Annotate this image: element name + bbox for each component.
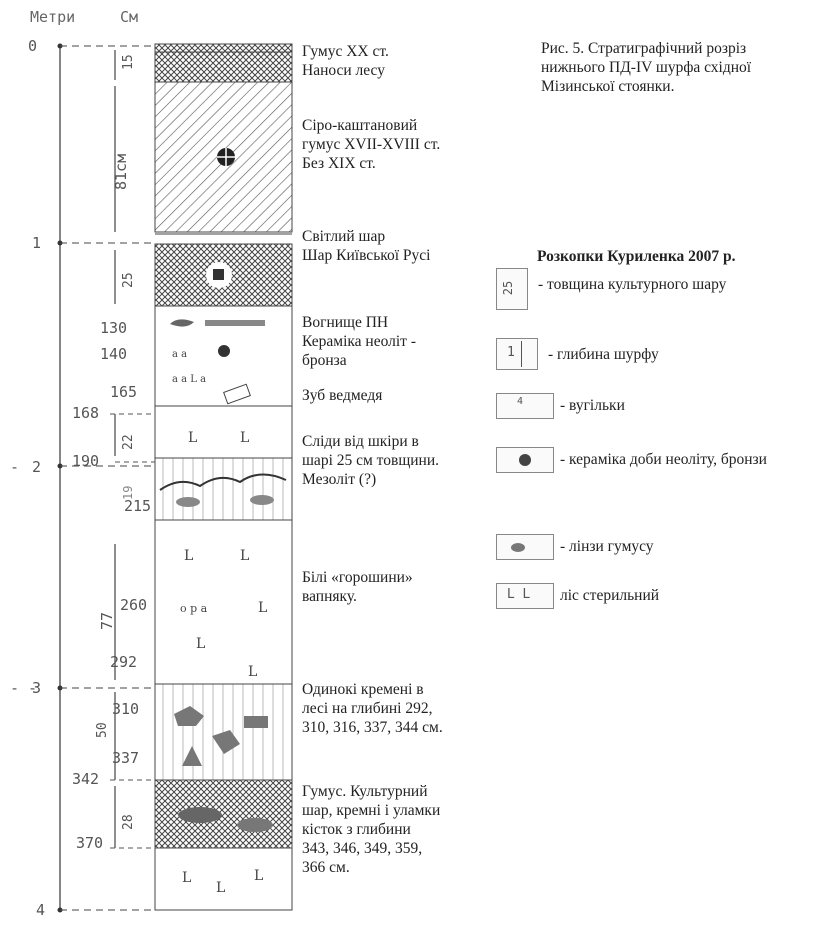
layer-flints xyxy=(154,683,293,781)
svg-text:1: 1 xyxy=(32,234,41,252)
layer-description: Одинокі кремені в лесі на глибині 292, 3… xyxy=(302,681,443,736)
svg-text:- -: - - xyxy=(10,679,37,697)
layer-description: Гумус XX ст. Наноси лесу xyxy=(302,43,389,79)
svg-text:L: L xyxy=(254,868,263,884)
svg-text:0: 0 xyxy=(28,37,37,55)
svg-text:-: - xyxy=(10,458,19,476)
svg-text:L: L xyxy=(240,430,249,446)
ceramic-icon xyxy=(496,447,554,473)
svg-text:L: L xyxy=(196,636,205,652)
svg-text:3: 3 xyxy=(32,679,41,697)
layer-description: Світлий шар Шар Київської Русі xyxy=(302,228,431,264)
charcoal-icon: 4 xyxy=(496,393,554,419)
sterile-loess-icon: L L xyxy=(496,583,554,609)
svg-text:o p a: o p a xyxy=(180,602,208,615)
depth-label: 370 xyxy=(76,834,103,852)
depth-label: 168 xyxy=(72,404,99,422)
depth-label: 130 xyxy=(100,319,127,337)
svg-text:a a: a a xyxy=(172,349,187,360)
thickness-label: 25 xyxy=(121,272,136,288)
axis-unit-cm: См xyxy=(120,8,138,26)
svg-text:L: L xyxy=(248,664,257,680)
depth-label: 190 xyxy=(72,452,99,470)
layer-description: Гумус. Культурний шар, кремні і уламки к… xyxy=(302,783,441,876)
meter-mark: 4 xyxy=(36,901,155,919)
thickness-label: 81см xyxy=(112,154,130,190)
svg-text:L: L xyxy=(184,548,193,564)
thickness-label: 22 xyxy=(121,434,136,450)
thickness-label: 28 xyxy=(121,814,136,830)
meter-mark: 1 xyxy=(32,234,155,252)
layer-humus-20c xyxy=(154,43,293,83)
svg-text:L: L xyxy=(182,870,191,886)
meter-mark: - - 3 xyxy=(10,679,155,697)
thickness-label: 50 xyxy=(95,722,110,738)
stratigraphic-section: Метри См 0 1 - 2 - - 3 4 a a xyxy=(10,8,293,919)
thickness-label: 19 xyxy=(121,486,135,500)
layer-description: Сіро-каштановий гумус XVII-XVIII ст. Без… xyxy=(302,117,441,172)
layer-description: Вогнище ПН Кераміка неоліт - бронза xyxy=(302,314,416,369)
layer-description: Зуб ведмедя xyxy=(302,387,383,404)
depth-label: 215 xyxy=(124,497,151,515)
thickness-icon: 25 xyxy=(496,268,528,310)
depth-icon: 1 xyxy=(496,338,538,370)
figure-caption: Рис. 5. Стратиграфічний розріз нижнього … xyxy=(541,40,752,95)
layer-loess-168 xyxy=(154,405,293,459)
meter-mark: 0 xyxy=(28,37,155,55)
depth-label: 337 xyxy=(112,749,139,767)
depth-label: 140 xyxy=(100,345,127,363)
axis-unit-meters: Метри xyxy=(30,8,75,26)
svg-text:L: L xyxy=(216,880,225,896)
layer-loess-sterile xyxy=(154,519,293,685)
depth-label: 165 xyxy=(110,383,137,401)
svg-text:L: L xyxy=(258,600,267,616)
layer-cultural-humus xyxy=(154,779,293,849)
thickness-label: 77 xyxy=(98,612,116,630)
svg-text:4: 4 xyxy=(36,901,45,919)
layer-mesolithic xyxy=(154,457,293,521)
depth-label: 310 xyxy=(112,700,139,718)
svg-text:L: L xyxy=(240,548,249,564)
depth-label: 342 xyxy=(72,770,99,788)
svg-text:a a L a: a a L a xyxy=(172,374,206,385)
legend-title: Розкопки Куриленка 2007 р. xyxy=(537,248,736,265)
depth-label: 260 xyxy=(120,596,147,614)
layer-description: Білі «горошини» вапняку. xyxy=(302,569,413,605)
svg-text:2: 2 xyxy=(32,458,41,476)
layer-sterile-bottom xyxy=(154,847,293,911)
layer-description: Сліди від шкіри в шарі 25 см товщини. Ме… xyxy=(302,433,440,488)
humus-lens-icon xyxy=(496,534,554,560)
depth-label: 292 xyxy=(110,653,137,671)
svg-text:L: L xyxy=(188,430,197,446)
thickness-label: 15 xyxy=(121,54,136,70)
meter-mark: - 2 xyxy=(10,458,155,476)
